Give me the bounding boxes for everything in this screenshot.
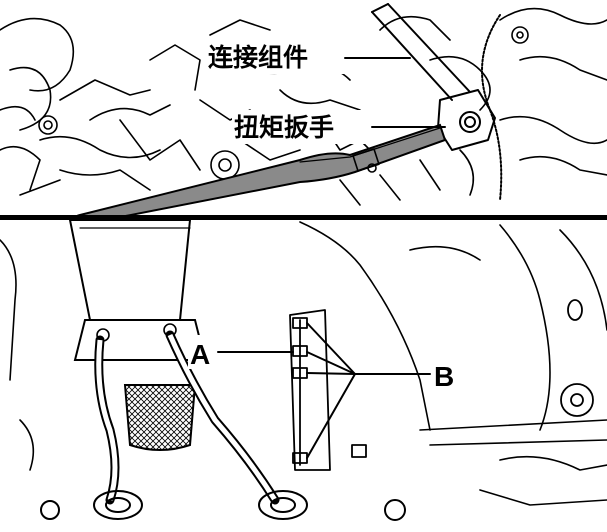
bottom-panel-artwork [0,219,607,521]
top-panel-artwork [0,3,607,224]
label-a: A [190,339,210,370]
torque-wrench-label: 扭矩扳手 [234,113,334,142]
label-b: B [434,361,454,392]
panel-divider [0,215,607,220]
connector-label: 连接组件 [208,43,308,72]
